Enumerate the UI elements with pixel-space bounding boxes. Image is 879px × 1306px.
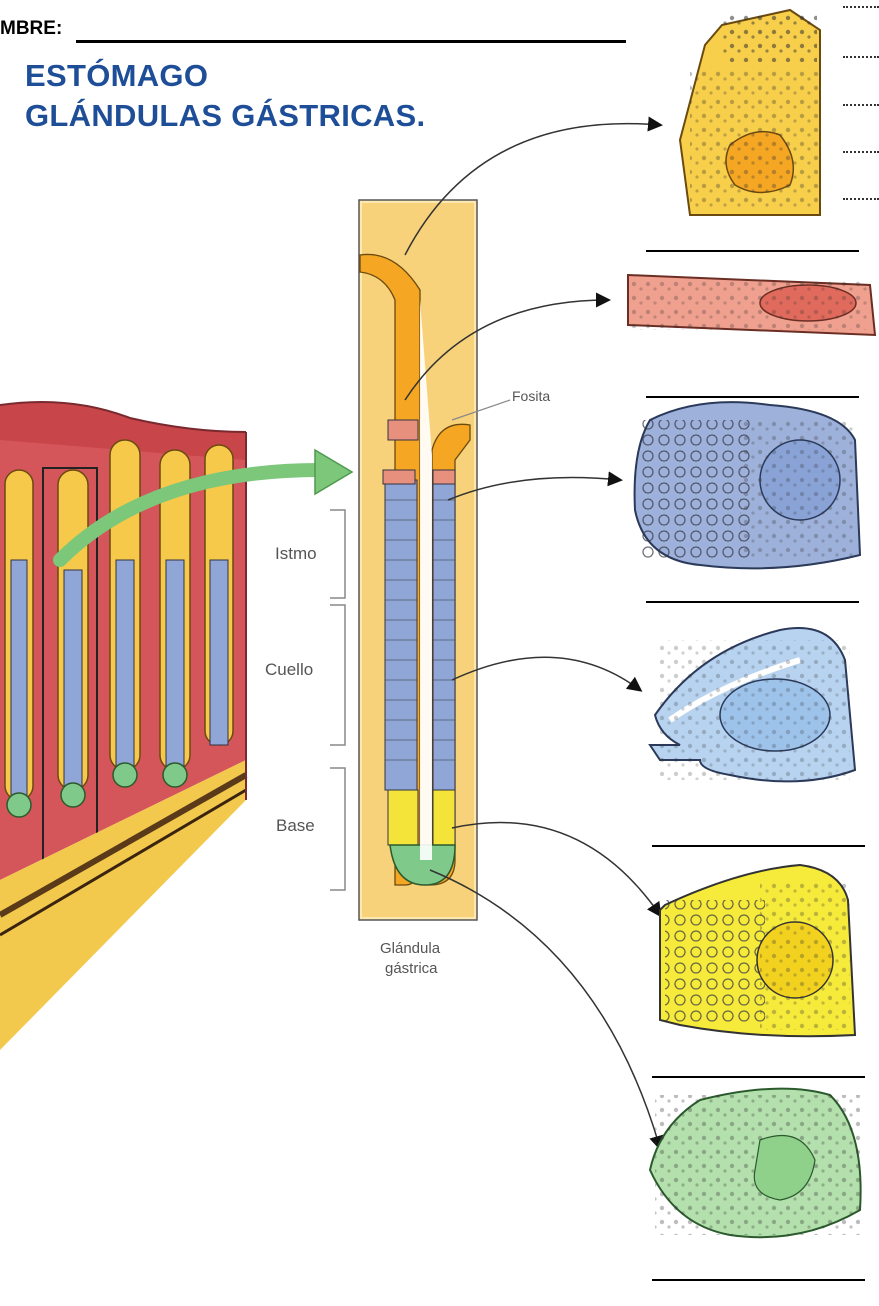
mucous-neck-cell <box>650 628 855 781</box>
base-label: Base <box>276 816 315 836</box>
chief-cell <box>660 865 855 1036</box>
enteroendocrine-cell <box>650 1089 861 1238</box>
blue-parietal-cell <box>635 402 860 568</box>
fosita-label: Fosita <box>512 388 550 404</box>
region-brackets <box>330 510 345 890</box>
green-arrow-head <box>315 450 352 494</box>
cuello-label: Cuello <box>265 660 313 680</box>
stomach-wall-block <box>0 402 246 1050</box>
glandula-label-1: Glándula <box>380 940 440 957</box>
gastric-gland <box>359 200 477 920</box>
istmo-label: Istmo <box>275 544 317 564</box>
surface-mucous-cell <box>680 10 820 215</box>
pink-cell <box>628 275 875 335</box>
glandula-label-2: gástrica <box>385 960 438 977</box>
